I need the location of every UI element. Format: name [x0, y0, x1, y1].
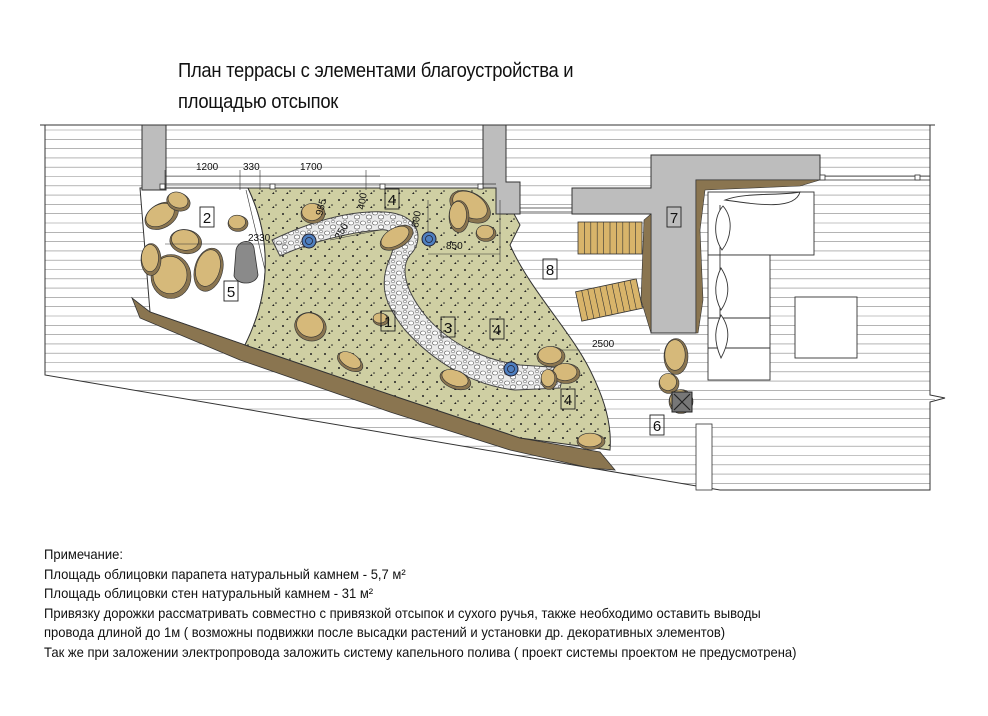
zone-label-text: 4 [493, 322, 501, 339]
garden-lamps [301, 231, 519, 377]
dim-850: 850 [446, 241, 463, 252]
zone-label-text: 4 [564, 392, 572, 409]
stone [540, 369, 556, 387]
stone [577, 432, 603, 448]
zone-label-4: 4 [384, 188, 400, 210]
zone-label-8: 8 [542, 258, 558, 280]
stone [664, 339, 686, 371]
deck-step [695, 423, 713, 491]
decorative-stones [140, 190, 694, 450]
deck-outline [44, 124, 946, 491]
zone-label-text: 2 [203, 210, 211, 227]
zone-label-4: 4 [560, 388, 576, 410]
zone-label-text: 6 [653, 418, 661, 435]
stone [441, 369, 469, 387]
stone [372, 312, 388, 324]
zone-label-3: 3 [440, 316, 456, 338]
stone [537, 346, 563, 364]
dim-955: 955 [314, 197, 329, 216]
stone [141, 244, 159, 272]
stone [301, 203, 323, 221]
sun-lounger [575, 278, 643, 322]
note-line: Так же при заложении электропровода зало… [44, 643, 797, 660]
stone [659, 373, 677, 391]
dim-1700: 1700 [300, 162, 323, 173]
lamp-icon [421, 231, 437, 247]
dimension-labels: 1200 330 1700 2330 955 250 400 800 850 2… [196, 162, 615, 350]
plan-title-line-2: площадью отсыпок [178, 91, 339, 113]
stone [296, 312, 324, 338]
zone-label-text: 3 [444, 320, 452, 337]
zone-label-4: 4 [489, 318, 505, 340]
dim-330: 330 [243, 162, 260, 173]
zone-label-7: 7 [666, 206, 682, 228]
notes-heading: Примечание: [44, 546, 123, 562]
stone [195, 249, 221, 287]
note-line: Площадь облицовки парапета натуральный к… [44, 565, 406, 582]
zone-label-1: 1 [380, 310, 396, 332]
lamp-icon [301, 233, 317, 249]
dim-1200: 1200 [196, 162, 219, 173]
stone [476, 224, 494, 240]
dim-400: 400 [356, 192, 370, 211]
zone-label-text: 7 [670, 210, 678, 227]
planter-box-zone-6 [671, 391, 693, 413]
dimension-lines [164, 170, 660, 351]
lamp-icon [503, 361, 519, 377]
wall-pillar-left [141, 124, 167, 191]
zone-label-text: 1 [384, 314, 392, 331]
zone-label-5: 5 [223, 280, 239, 302]
dry-stream-path [271, 211, 566, 391]
zone-label-6: 6 [649, 414, 665, 436]
sun-loungers [575, 221, 643, 322]
zone-label-text: 8 [546, 262, 554, 279]
notes-block: Примечание: Площадь облицовки парапета н… [44, 545, 796, 662]
zone-labels: 1 2 3 4 4 4 5 6 7 8 [199, 188, 682, 436]
stone [449, 201, 467, 229]
zone-label-text: 5 [227, 284, 235, 301]
dim-800: 800 [410, 210, 424, 229]
zone-label-text: 4 [388, 192, 396, 209]
stone [338, 351, 362, 369]
dim-2330: 2330 [248, 233, 271, 244]
sofa [707, 191, 815, 381]
note-line: провода длиной до 1м ( возможны подвижки… [44, 624, 726, 640]
coffee-table [794, 296, 858, 359]
stone [228, 214, 246, 230]
railing [159, 174, 930, 213]
sun-lounger [577, 221, 643, 255]
stone [171, 229, 199, 251]
stone [167, 191, 189, 209]
zone-label-2: 2 [199, 206, 215, 228]
dim-2500: 2500 [592, 339, 615, 350]
note-line: Площадь облицовки стен натуральный камне… [44, 585, 374, 601]
note-line: Привязку дорожки рассматривать совместно… [44, 604, 761, 621]
stone [380, 226, 410, 248]
plan-title-line-1: План террасы с элементами благоустройств… [178, 60, 574, 82]
